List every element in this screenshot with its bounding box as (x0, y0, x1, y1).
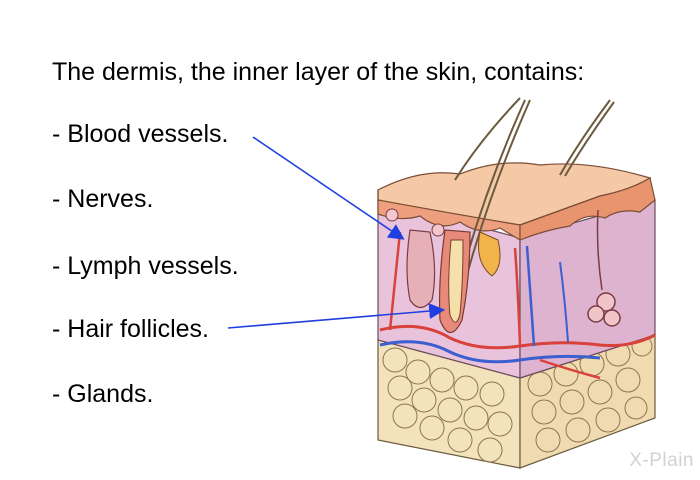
sweat-gland (385, 208, 445, 309)
list-item-glands: - Glands. (52, 380, 154, 408)
epidermis-layer (377, 162, 656, 242)
page-heading: The dermis, the inner layer of the skin,… (52, 58, 585, 86)
hair-follicle (438, 229, 501, 334)
coiled-gland (587, 209, 621, 327)
arrow-hair-follicles (227, 303, 446, 329)
list-item-nerves: - Nerves. (52, 185, 154, 213)
xplain-logo: X-Plain (629, 450, 694, 471)
blood-vessels (379, 231, 656, 380)
arrow-blood-vessels (252, 136, 405, 240)
list-item-lymph-vessels: - Lymph vessels. (52, 252, 239, 280)
list-item-blood-vessels: - Blood vessels. (52, 120, 229, 148)
list-item-hair-follicles: - Hair follicles. (52, 315, 209, 343)
